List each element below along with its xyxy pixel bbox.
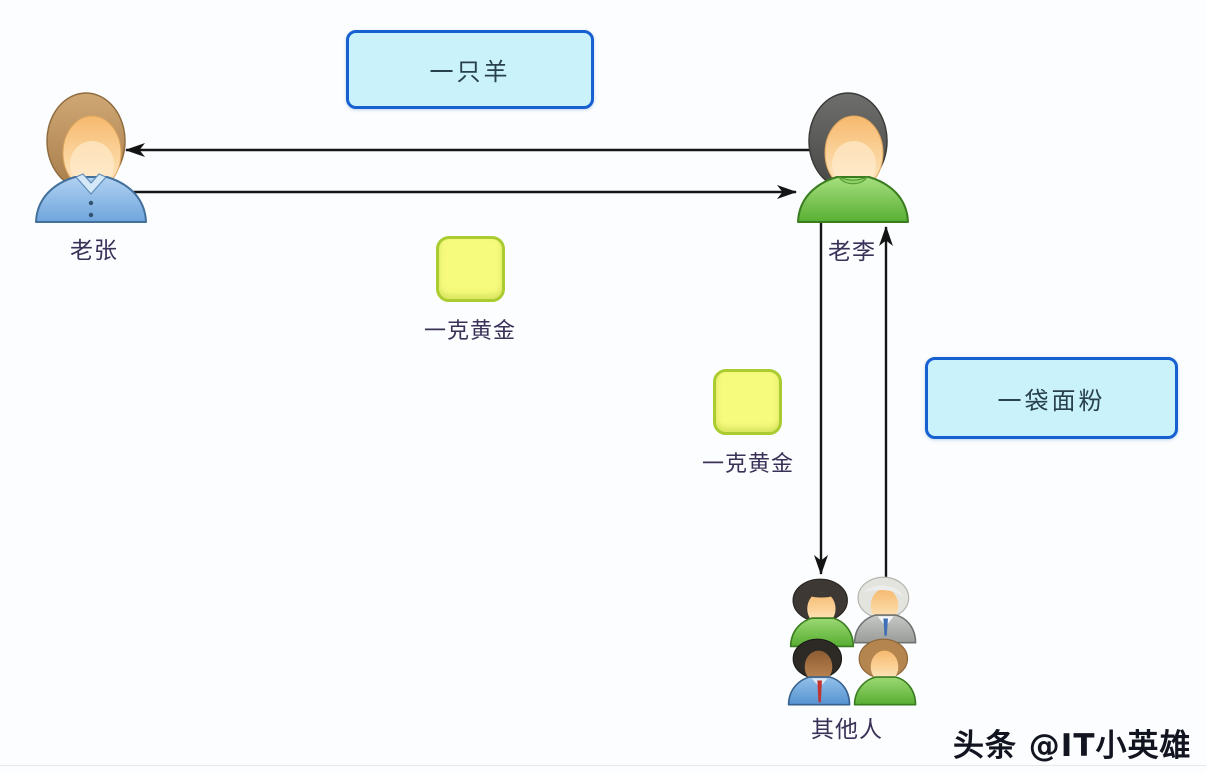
watermark: 头条 @IT小英雄 [953,728,1192,764]
flour-box: 一袋面粉 [925,357,1178,439]
bottom-divider [0,765,1206,766]
label-others: 其他人 [811,717,883,743]
gold-square-icon [713,369,782,435]
gold-square-icon [436,236,505,302]
mini-person-woman [789,578,855,648]
sheep-box: 一只羊 [346,30,594,109]
mini-person-man-blue [787,638,851,706]
label-li: 老李 [828,239,876,265]
person-zhang-icon [28,84,152,228]
gold2-label: 一克黄金 [701,452,794,477]
group-others-icon [778,574,918,712]
mini-person-green [853,638,917,706]
mini-person-oldman [853,576,917,644]
gold1-label: 一克黄金 [423,319,516,344]
label-zhang: 老张 [70,238,118,264]
person-li-icon [790,84,914,228]
